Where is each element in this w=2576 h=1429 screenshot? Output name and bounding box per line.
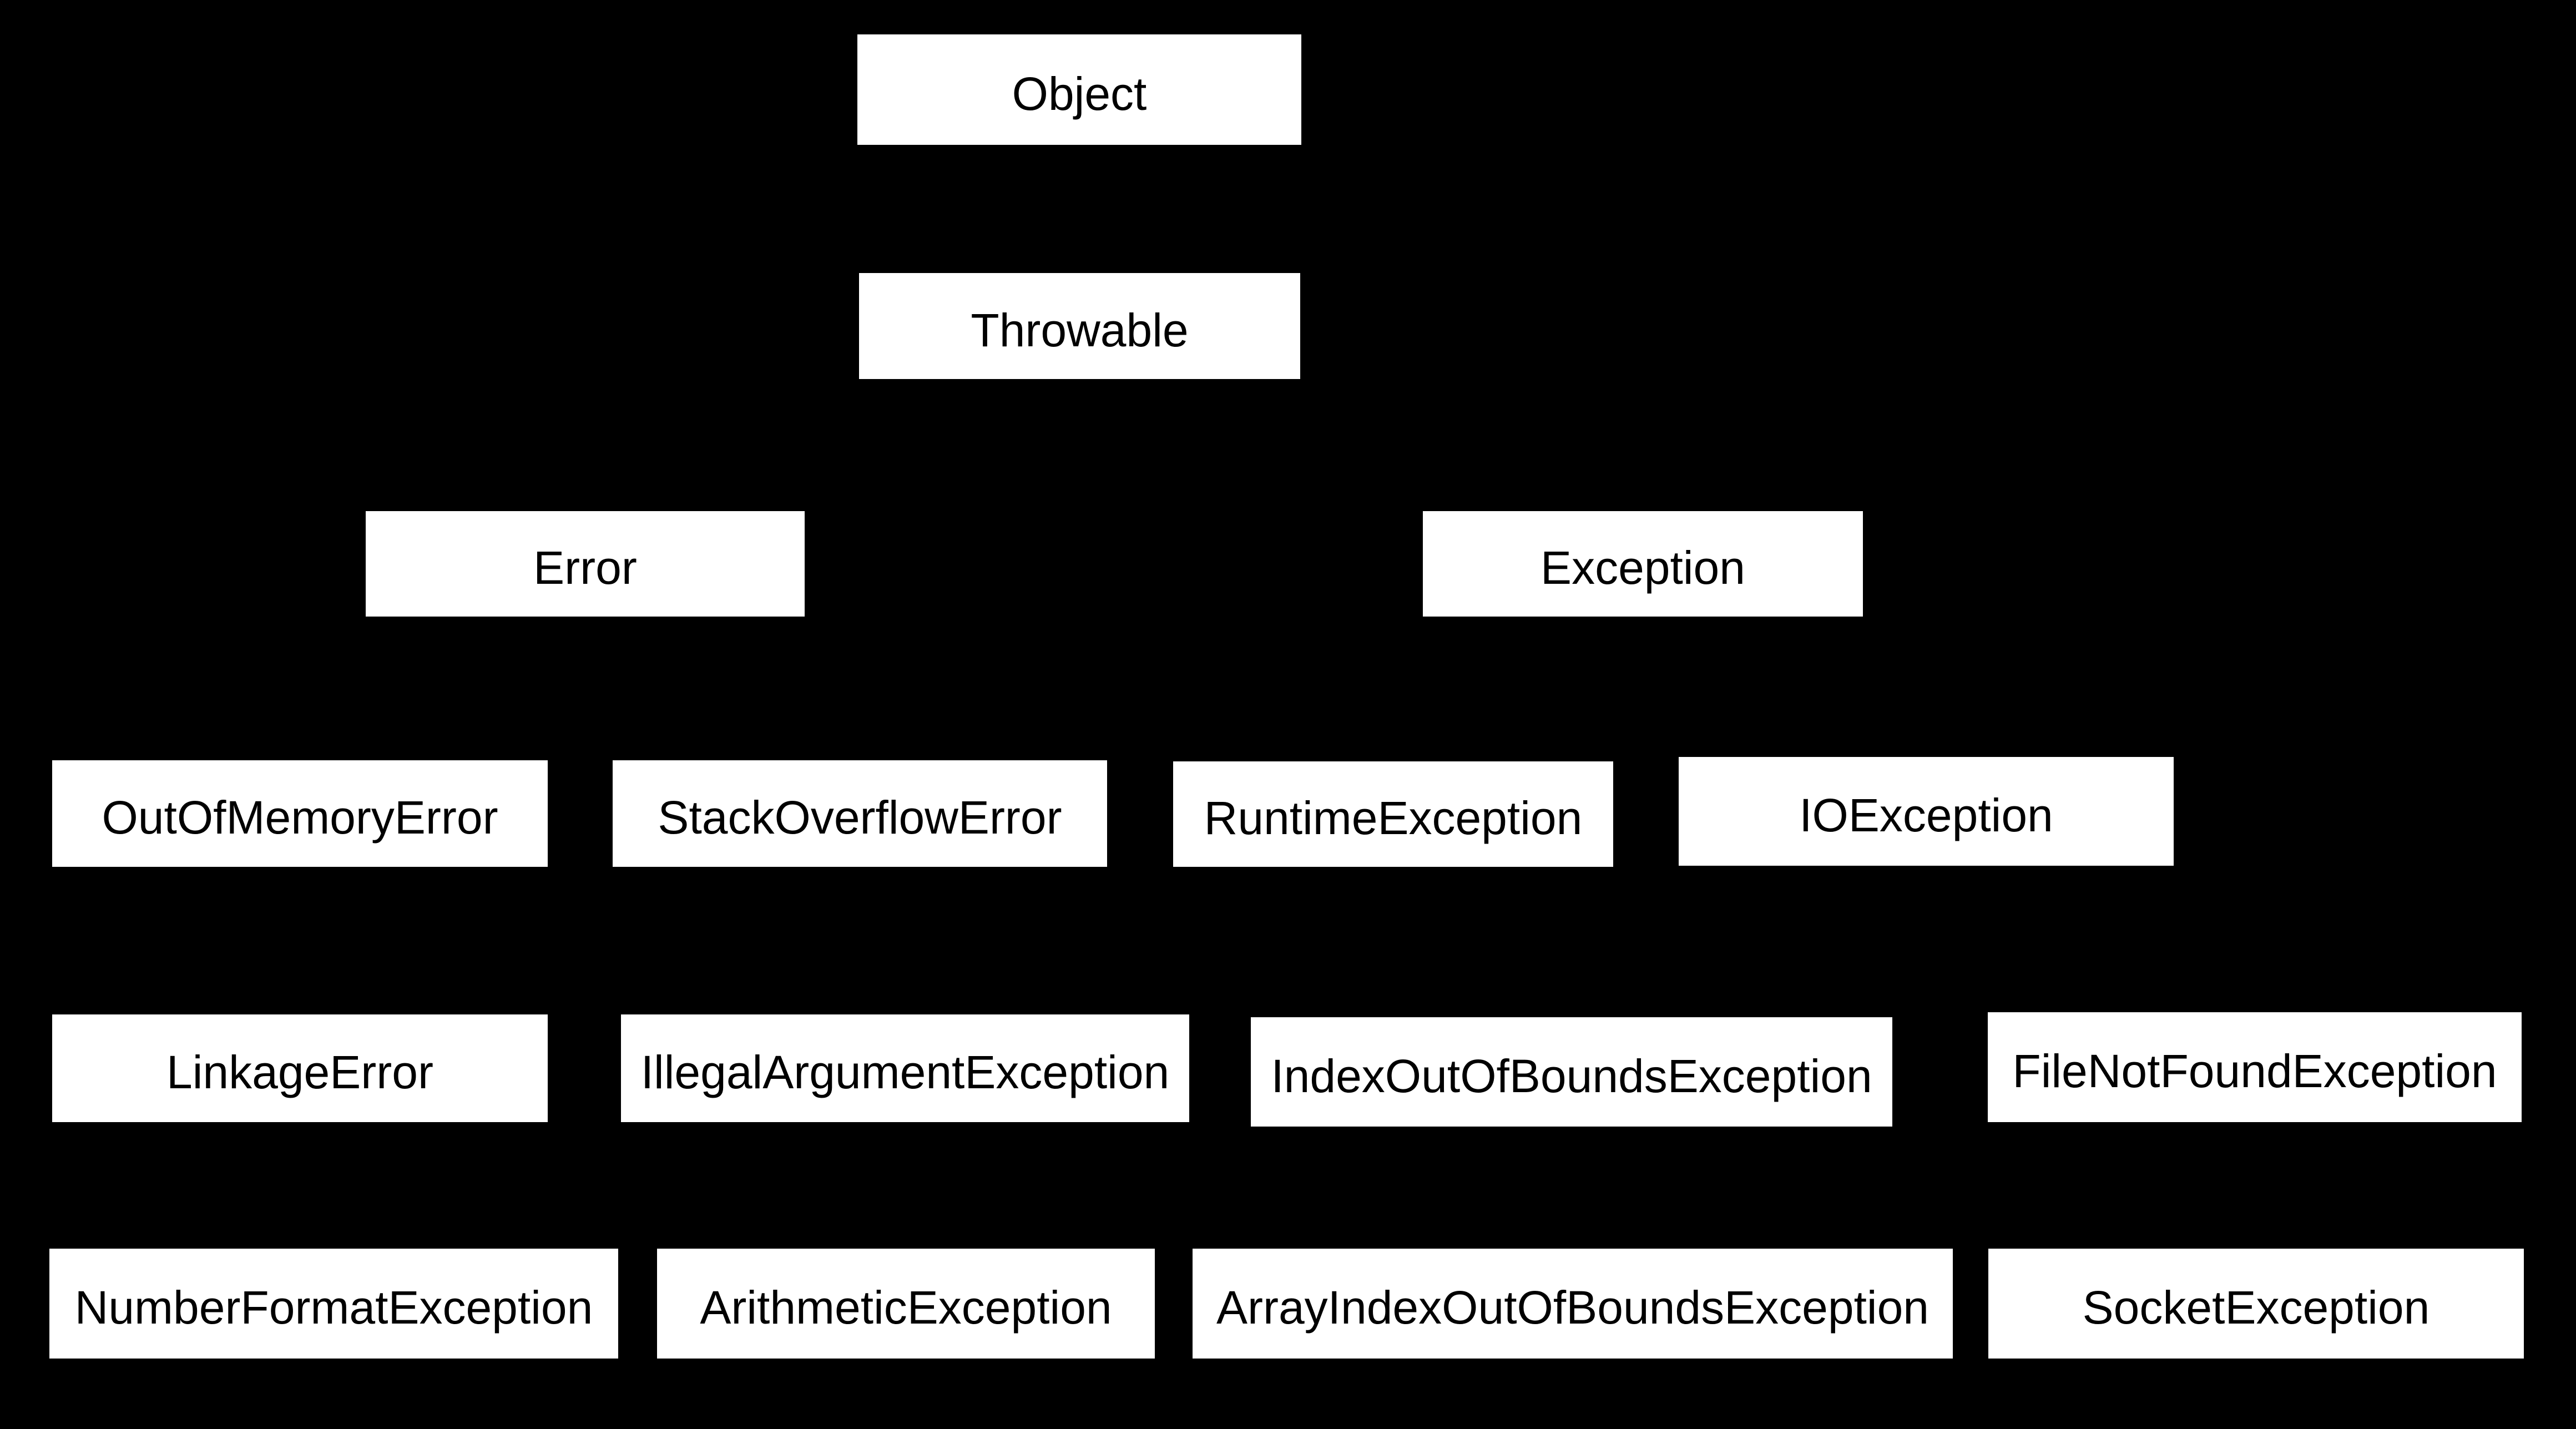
node-file-not-found-exception: FileNotFoundException	[1988, 1012, 2522, 1122]
node-io-exception: IOException	[1679, 757, 2174, 866]
node-throwable: Throwable	[859, 273, 1300, 379]
node-illegal-argument-exception: IllegalArgumentException	[621, 1014, 1189, 1122]
node-out-of-memory-error: OutOfMemoryError	[52, 760, 548, 867]
node-runtime-exception: RuntimeException	[1173, 761, 1613, 867]
node-array-index-out-of-bounds-exception: ArrayIndexOutOfBoundsException	[1193, 1249, 1953, 1359]
node-index-out-of-bounds-exception: IndexOutOfBoundsException	[1251, 1017, 1892, 1127]
node-error: Error	[366, 511, 805, 617]
node-stack-overflow-error: StackOverflowError	[613, 760, 1107, 867]
node-object: Object	[857, 34, 1301, 145]
node-arithmetic-exception: ArithmeticException	[657, 1249, 1155, 1359]
node-socket-exception: SocketException	[1988, 1249, 2524, 1359]
node-linkage-error: LinkageError	[52, 1014, 548, 1122]
node-number-format-exception: NumberFormatException	[49, 1249, 618, 1359]
node-exception: Exception	[1423, 511, 1863, 617]
